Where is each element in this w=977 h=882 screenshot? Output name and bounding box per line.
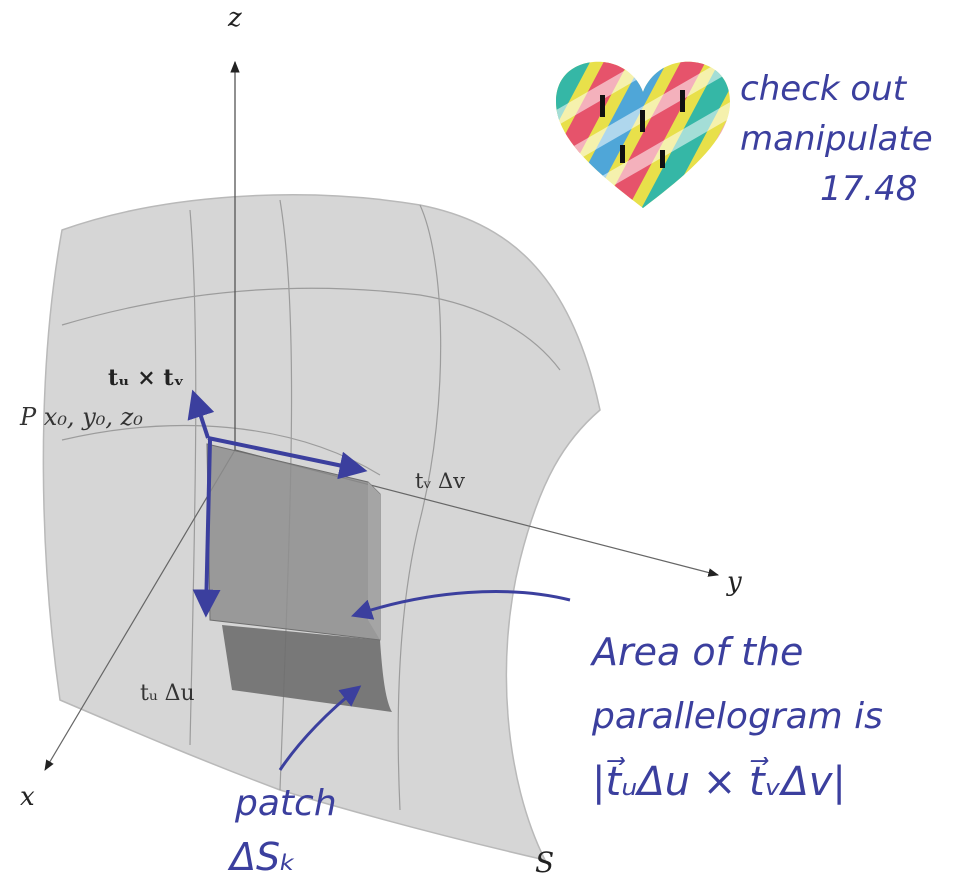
tu-label: tᵤ Δu: [140, 681, 195, 706]
point-label: P x₀, y₀, z₀: [19, 403, 143, 431]
parallelogram-side: [368, 482, 380, 640]
vector-normal: [187, 389, 215, 439]
x-axis-label: x: [20, 782, 35, 812]
area-arrow: [351, 590, 571, 620]
z-axis-label: z: [227, 3, 242, 33]
vector-tu: [192, 439, 221, 618]
area-formula: |t⃗ᵤΔu × t⃗ᵥΔv|: [592, 757, 846, 805]
area-note-line1: Area of the: [589, 630, 803, 674]
area-note-line2: parallelogram is: [591, 696, 883, 737]
check-note-line1: check out: [740, 69, 908, 109]
patch-arrow: [278, 685, 362, 771]
surface-label: S: [535, 846, 554, 879]
x-axis: [44, 449, 236, 771]
tv-label: tᵥ Δv: [415, 469, 465, 493]
normal-label: tᵤ × tᵥ: [108, 365, 184, 391]
check-note-line3: 17.48: [820, 169, 917, 209]
y-axis-label: y: [726, 567, 742, 597]
patch-note-line2: ΔSₖ: [227, 835, 296, 879]
vector-tv: [207, 436, 368, 480]
notes: check out manipulate 17.48 Area of the p…: [227, 69, 933, 879]
check-note-line2: manipulate: [740, 119, 933, 159]
patch-note-line1: patch: [234, 783, 337, 824]
heart-sticker: [556, 61, 730, 208]
